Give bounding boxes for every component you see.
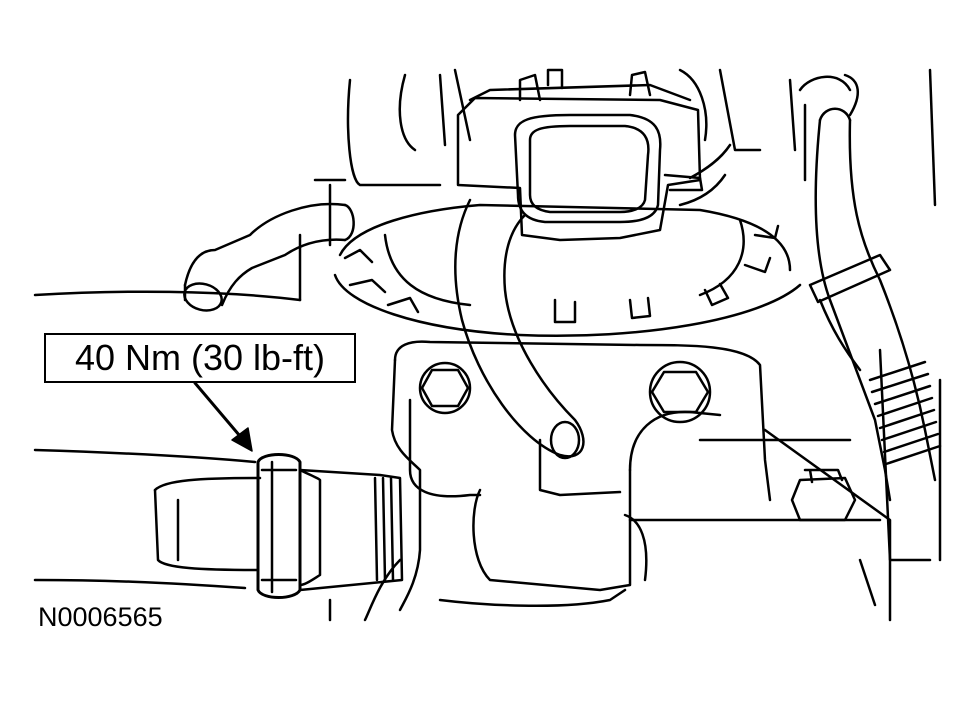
torque-callout-label: 40 Nm (30 lb-ft) <box>74 337 326 378</box>
egr-valve-body <box>333 203 802 338</box>
torque-callout-box: 40 Nm (30 lb-ft) <box>44 333 356 383</box>
mounting-block <box>390 340 772 612</box>
sensor-fitting <box>153 453 404 599</box>
vent-tube <box>183 202 355 312</box>
figure-reference-number: N0006565 <box>38 602 163 632</box>
electrical-connector <box>456 68 704 242</box>
wire-harness <box>808 107 942 502</box>
vacuum-hose <box>454 143 732 460</box>
callout-leader-arrow <box>193 381 253 452</box>
flange-bolt <box>790 468 857 522</box>
